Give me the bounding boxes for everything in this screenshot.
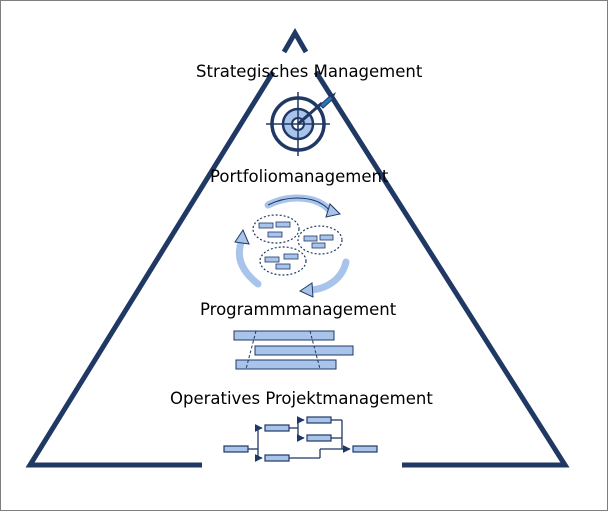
level-operative-project-management: Operatives Projektmanagement (170, 389, 433, 408)
target-icon (266, 92, 336, 156)
network-plan-nodes (223, 416, 378, 462)
portfolio-cycle-icon (234, 194, 350, 298)
level-portfolio-management: Portfoliomanagement (210, 167, 389, 186)
pyramid-outline (25, 28, 570, 468)
network-plan-icon (248, 416, 351, 462)
level-program-management: Programmmanagement (200, 300, 397, 319)
program-bars-icon (233, 330, 354, 370)
level-strategic-management: Strategisches Management (196, 62, 423, 81)
